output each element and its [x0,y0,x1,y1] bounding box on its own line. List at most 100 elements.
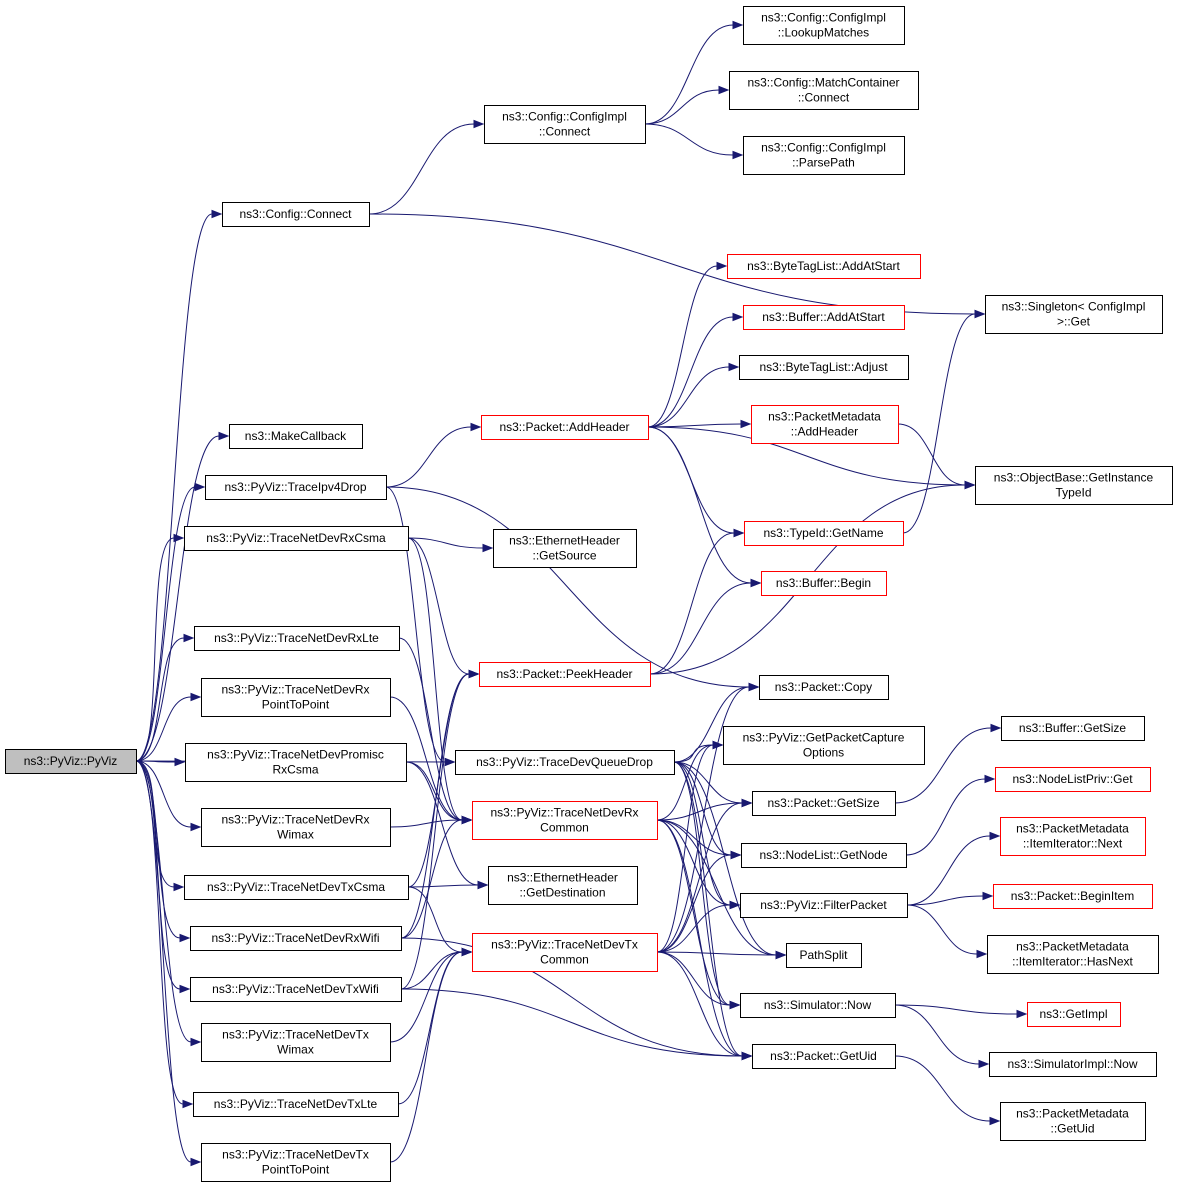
node-singleton[interactable]: ns3::Singleton< ConfigImpl >::Get [985,295,1163,334]
edge-implconnect-to-parsepath [644,123,744,160]
node-label: ns3::Buffer::GetSize [1019,721,1126,735]
node-label: ns3::PyViz::GetPacketCapture [743,731,905,745]
edge-txcsma-to-txcommon [407,886,473,957]
node-simnow[interactable]: ns3::Simulator::Now [740,993,896,1018]
edge-simnow-to-simimplnow [894,1004,990,1069]
node-label: ns3::PyViz::TraceNetDevRxCsma [206,531,386,545]
node-ethdst[interactable]: ns3::EthernetHeader::GetDestination [488,866,638,905]
node-label: ::ItemIterator::Next [1023,837,1123,851]
node-label: ::ItemIterator::HasNext [1012,955,1133,969]
node-simimplnow[interactable]: ns3::SimulatorImpl::Now [989,1052,1157,1077]
edge-txp2p-to-txcommon [389,947,473,1163]
edge-txcommon-to-pathsplit [656,950,787,960]
edge-rxwimax-to-rxcommon [389,815,473,828]
node-box [752,1044,896,1069]
node-typeidname[interactable]: ns3::TypeId::GetName [744,521,904,546]
node-box [727,254,921,279]
node-pmgetuid[interactable]: ns3::PacketMetadata::GetUid [1000,1102,1146,1141]
call-graph-nodes: ns3::PyViz::PyVizns3::Config::Connectns3… [5,6,1173,1182]
node-label: Wimax [277,1043,314,1057]
node-parsepath[interactable]: ns3::Config::ConfigImpl::ParsePath [743,136,905,175]
node-getimpl[interactable]: ns3::GetImpl [1027,1002,1121,1027]
node-label: ns3::Singleton< ConfigImpl [1002,300,1146,314]
node-label: ns3::Buffer::AddAtStart [762,310,885,324]
node-box [205,475,387,500]
node-label: ns3::TypeId::GetName [763,526,883,540]
edge-pyviz-to-ipv4drop [135,482,206,762]
node-box [995,767,1151,792]
node-pyviz[interactable]: ns3::PyViz::PyViz [5,749,137,774]
node-btadjust[interactable]: ns3::ByteTagList::Adjust [739,355,909,380]
node-makecb[interactable]: ns3::MakeCallback [229,424,363,449]
node-pmaddheader[interactable]: ns3::PacketMetadata::AddHeader [751,405,899,444]
node-box [985,295,1163,334]
node-label: ns3::GetImpl [1039,1007,1107,1021]
node-bufsize[interactable]: ns3::Buffer::GetSize [1001,716,1145,741]
node-bufaddstart[interactable]: ns3::Buffer::AddAtStart [743,305,905,330]
edge-txwifi-to-peekheader [400,669,480,990]
edge-txcommon-to-capopts [656,740,724,953]
node-label: ns3::NodeList::GetNode [759,848,887,862]
node-box [201,1023,391,1062]
edge-ipv4drop-to-addheader [385,422,482,488]
node-ithasnext[interactable]: ns3::PacketMetadata::ItemIterator::HasNe… [987,935,1159,974]
node-devqdrop[interactable]: ns3::PyViz::TraceDevQueueDrop [455,750,675,775]
node-cfgconnect[interactable]: ns3::Config::Connect [222,202,370,227]
node-label: ns3::PyViz::TraceIpv4Drop [224,480,366,494]
edge-pyviz-to-rxwimax [135,760,202,832]
node-box [488,866,638,905]
node-itnext[interactable]: ns3::PacketMetadata::ItemIterator::Next [1000,817,1146,856]
edge-rxlte-to-rxcommon [398,637,473,825]
node-rxwifi[interactable]: ns3::PyViz::TraceNetDevRxWifi [190,926,402,951]
node-lookup[interactable]: ns3::Config::ConfigImpl::LookupMatches [743,6,905,45]
node-pktcopy[interactable]: ns3::Packet::Copy [759,675,889,700]
node-filterpkt[interactable]: ns3::PyViz::FilterPacket [740,893,908,918]
node-pktsize[interactable]: ns3::Packet::GetSize [752,791,896,816]
node-label: Options [803,746,844,760]
node-addheader[interactable]: ns3::Packet::AddHeader [481,415,649,440]
node-box [744,521,904,546]
node-box [987,935,1159,974]
node-label: ::Connect [798,91,850,105]
node-label: ns3::ObjectBase::GetInstance [994,471,1154,485]
node-rxcsma[interactable]: ns3::PyViz::TraceNetDevRxCsma [184,526,409,551]
node-box [190,926,402,951]
node-pktuid[interactable]: ns3::Packet::GetUid [752,1044,896,1069]
node-label: ns3::Packet::GetSize [767,796,879,810]
edge-pyviz-to-rxp2p [135,692,202,762]
node-txcsma[interactable]: ns3::PyViz::TraceNetDevTxCsma [184,875,409,900]
node-bufbegin[interactable]: ns3::Buffer::Begin [761,571,887,596]
edge-txcommon-to-getnode [656,850,742,953]
node-txlte[interactable]: ns3::PyViz::TraceNetDevTxLte [193,1092,399,1117]
node-implconnect[interactable]: ns3::Config::ConfigImpl::Connect [484,105,646,144]
node-rxlte[interactable]: ns3::PyViz::TraceNetDevRxLte [194,626,400,651]
node-ethsrc[interactable]: ns3::EthernetHeader::GetSource [493,529,637,568]
node-box [479,662,651,687]
node-box [194,626,400,651]
node-ipv4drop[interactable]: ns3::PyViz::TraceIpv4Drop [205,475,387,500]
node-btaddstart[interactable]: ns3::ByteTagList::AddAtStart [727,254,921,279]
node-beginitem[interactable]: ns3::Packet::BeginItem [993,884,1153,909]
edge-devqdrop-to-getnode [673,761,742,860]
edge-rxcsma-to-ethsrc [407,537,494,553]
node-label: ns3::PyViz::TraceNetDevRxLte [214,631,379,645]
node-getnode[interactable]: ns3::NodeList::GetNode [741,843,907,868]
node-label: PointToPoint [262,698,330,712]
edge-getnode-to-nlpget [905,774,996,856]
edge-peekheader-to-typeidname [649,528,745,675]
node-txwifi[interactable]: ns3::PyViz::TraceNetDevTxWifi [190,977,402,1002]
node-peekheader[interactable]: ns3::Packet::PeekHeader [479,662,651,687]
node-nlpget[interactable]: ns3::NodeListPriv::Get [995,767,1151,792]
node-box [1000,1102,1146,1141]
node-mcconnect[interactable]: ns3::Config::MatchContainer::Connect [729,71,919,110]
node-pathsplit[interactable]: PathSplit [786,943,862,968]
